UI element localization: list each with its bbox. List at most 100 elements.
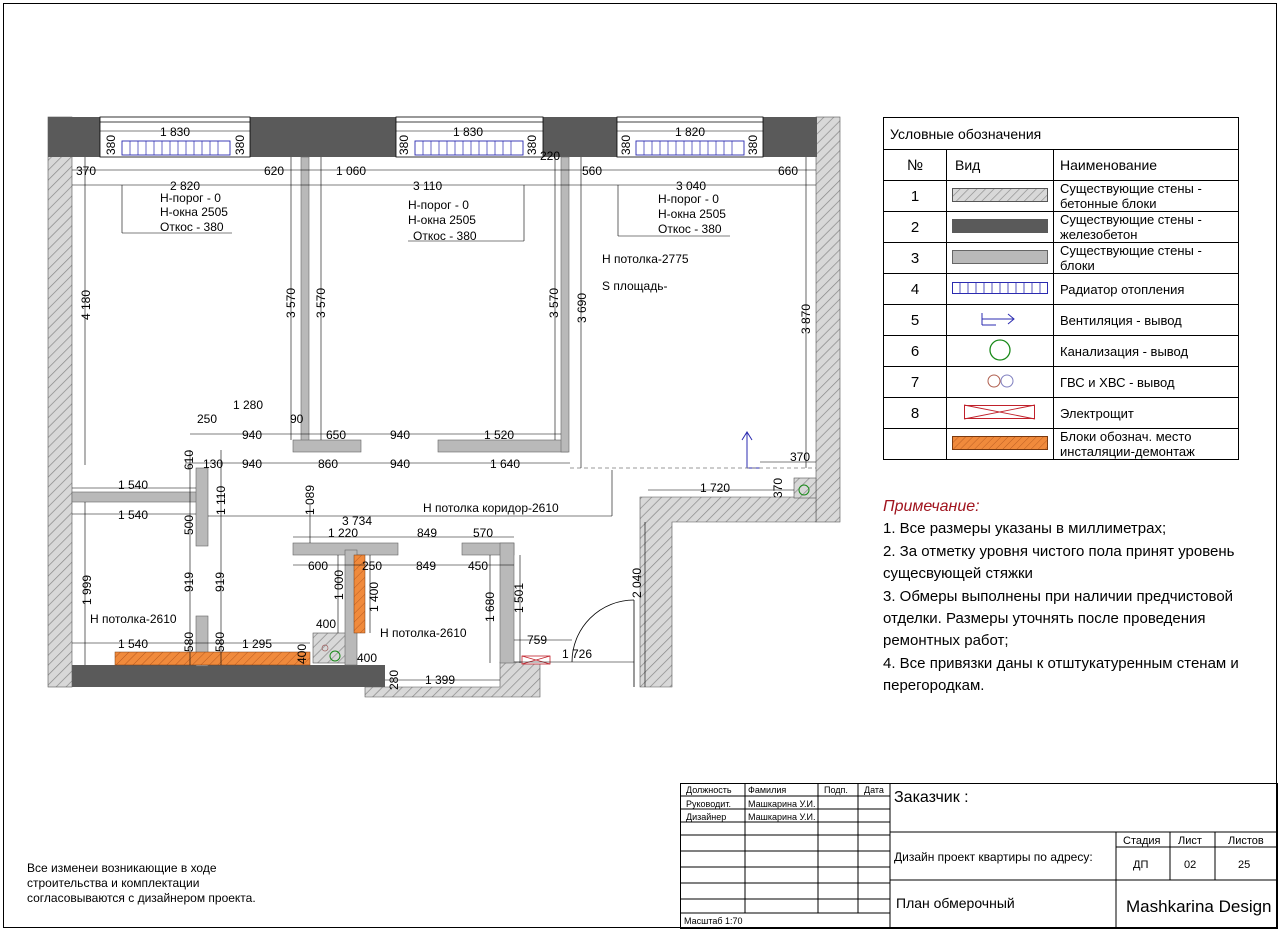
window-note: Н-окна 2505	[408, 213, 476, 227]
dim: 860	[318, 457, 338, 471]
ceiling-height-mid: Н потолка-2610	[380, 626, 467, 640]
legend-col-num: №	[883, 149, 947, 181]
stamp-scale: Масштаб 1:70	[684, 916, 743, 926]
note-item: 1. Все размеры указаны в миллиметрах;	[883, 520, 1167, 538]
windows	[99, 116, 764, 158]
dim: 1 540	[118, 508, 148, 522]
stamp-surname-header: Фамилия	[748, 785, 787, 795]
dim: 3 570	[284, 288, 298, 318]
dim: 1 830	[160, 125, 190, 139]
dim: 580	[182, 632, 196, 652]
dim: 1 089	[303, 485, 317, 515]
dim: 610	[182, 450, 196, 470]
dim: 400	[295, 644, 309, 664]
stamp-stage-header: Стадия	[1123, 835, 1161, 847]
dimension-lines	[72, 130, 816, 687]
dim: 919	[182, 572, 196, 592]
dimension-labels: 1 830 1 830 1 820 370 620 1 060 220 560 …	[76, 125, 813, 690]
concrete-bottom	[72, 665, 385, 687]
dim: 3 870	[799, 304, 813, 334]
stamp-name-2: Машкарина У.И.	[748, 812, 816, 822]
dim: 380	[746, 135, 760, 155]
dim: 1 820	[675, 125, 705, 139]
dim: 4 180	[79, 290, 93, 320]
legend-num: 1	[883, 180, 947, 212]
legend-name: Существующие стены - бетонные блоки	[1053, 180, 1239, 212]
dim: 1 220	[328, 526, 358, 540]
dim: 1 540	[118, 478, 148, 492]
stamp-sheet-header: Лист	[1178, 835, 1202, 847]
legend-num: 7	[883, 366, 947, 398]
dim: 450	[468, 559, 488, 573]
dim: 3 570	[547, 288, 561, 318]
concrete-top-4	[763, 117, 817, 157]
window-note: Н-окна 2505	[658, 207, 726, 221]
legend-title: Условные обозначения	[883, 117, 1239, 150]
legend-col-view: Вид	[946, 149, 1054, 181]
dim: 3 570	[314, 288, 328, 318]
stamp-sign-header: Подп.	[824, 785, 848, 795]
legend-name: Существующие стены - блоки	[1053, 242, 1239, 274]
dim: 849	[416, 559, 436, 573]
demolition-blocks	[114, 554, 366, 666]
concrete-top-1	[48, 117, 100, 157]
ceiling-height-main: Н потолка-2775	[602, 252, 689, 266]
notes-block: Примечание: 1. Все размеры указаны в мил…	[883, 496, 1263, 698]
dim: 1 280	[233, 398, 263, 412]
note-item: 2. За отметку уровня чистого пола принят…	[883, 542, 1235, 583]
stamp-stage: ДП	[1133, 859, 1149, 871]
dim: 130	[203, 457, 223, 471]
dim: 500	[182, 515, 196, 535]
dim: 940	[390, 428, 410, 442]
note-item: 4. Все привязки даны к отштукатуренным с…	[883, 654, 1239, 695]
dim: 380	[525, 135, 539, 155]
stamp-role-2: Дизайнер	[686, 812, 727, 822]
dim: 580	[213, 632, 227, 652]
dim: 250	[197, 412, 217, 426]
stamp-role-header: Должность	[686, 785, 732, 795]
dim: 3 690	[575, 293, 589, 323]
stamp-role-1: Руководит.	[686, 799, 731, 809]
dim: 1 501	[512, 583, 526, 613]
legend-num: 4	[883, 273, 947, 305]
stamp-sheets: 25	[1238, 859, 1251, 871]
floor-plan: 1 830 1 830 1 820 370 620 1 060 220 560 …	[47, 116, 841, 698]
dim: 940	[242, 428, 262, 442]
sewer-icon-right	[798, 484, 810, 496]
dim: 1 060	[336, 164, 366, 178]
dim: 1 400	[367, 582, 381, 612]
dim: 1 640	[490, 457, 520, 471]
dim: 1 540	[118, 637, 148, 651]
dim: 380	[233, 135, 247, 155]
concrete-top-3	[543, 117, 617, 157]
dim: 1 720	[700, 481, 730, 495]
room-area: S площадь-	[602, 279, 667, 293]
stamp-name-1: Машкарина У.И.	[748, 799, 816, 809]
dim: 3 040	[676, 179, 706, 193]
dim: 560	[582, 164, 602, 178]
stamp-sheet: 02	[1184, 859, 1197, 871]
dim: 370	[76, 164, 96, 178]
dim: 1 110	[214, 486, 228, 515]
dim: 400	[316, 617, 336, 631]
ventilation-icon	[741, 431, 760, 469]
window-note: Н-порог - 0	[160, 191, 221, 205]
dim: 380	[104, 135, 118, 155]
demolition-icon	[946, 428, 1054, 460]
block-wall-icon	[946, 242, 1054, 274]
concrete-top-2	[250, 117, 396, 157]
legend-num: 5	[883, 304, 947, 336]
dim: 849	[417, 526, 437, 540]
window-note: Откос - 380	[413, 229, 477, 243]
dim: 1 999	[80, 575, 94, 605]
window-note: Н-порог - 0	[408, 198, 469, 212]
dim: 650	[326, 428, 346, 442]
legend-name: Канализация - вывод	[1053, 335, 1239, 367]
dim: 759	[527, 633, 547, 647]
dim: 3 734	[342, 514, 372, 528]
title-block: Должность Фамилия Подп. Дата Руководит. …	[680, 783, 1278, 929]
dim: 1 295	[242, 637, 272, 651]
stamp-project: Дизайн проект квартиры по адресу:	[894, 850, 1093, 864]
dim: 660	[778, 164, 798, 178]
ceiling-height-corridor: Н потолка коридор-2610	[423, 501, 559, 515]
